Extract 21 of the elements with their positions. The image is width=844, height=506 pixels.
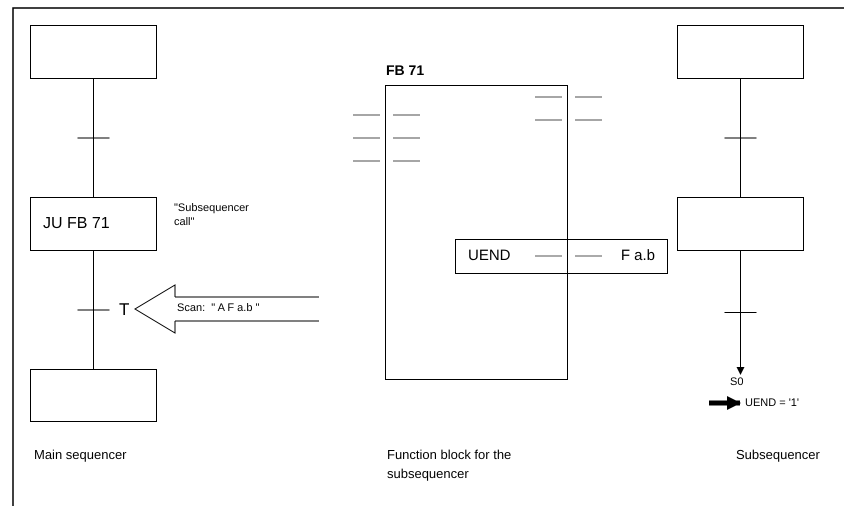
- step-comment: "Subsequencer call": [174, 201, 250, 229]
- step-box: [30, 25, 157, 79]
- hollow-arrow: [134, 284, 320, 334]
- step-label: JU FB 71: [43, 214, 110, 234]
- thick-arrow: [709, 396, 741, 410]
- section-caption: Main sequencer: [34, 446, 128, 464]
- transition-label: T: [119, 299, 135, 319]
- step-box: [30, 369, 157, 422]
- step-box: [677, 197, 804, 251]
- connector-line: [93, 250, 94, 370]
- step-label: UEND = '1': [745, 395, 825, 411]
- edge-label: Scan: " A F a.b ": [177, 303, 260, 314]
- block-title: FB 71: [386, 61, 424, 80]
- connector-line: [740, 78, 741, 198]
- section-caption: Subsequencer: [736, 446, 821, 464]
- connector-line: [93, 78, 94, 198]
- parameter-box: [455, 239, 668, 274]
- step-label: S0: [730, 374, 754, 390]
- section-caption: Function block for the subsequencer: [387, 446, 512, 483]
- arrow: [736, 250, 744, 375]
- step-box: [677, 25, 804, 79]
